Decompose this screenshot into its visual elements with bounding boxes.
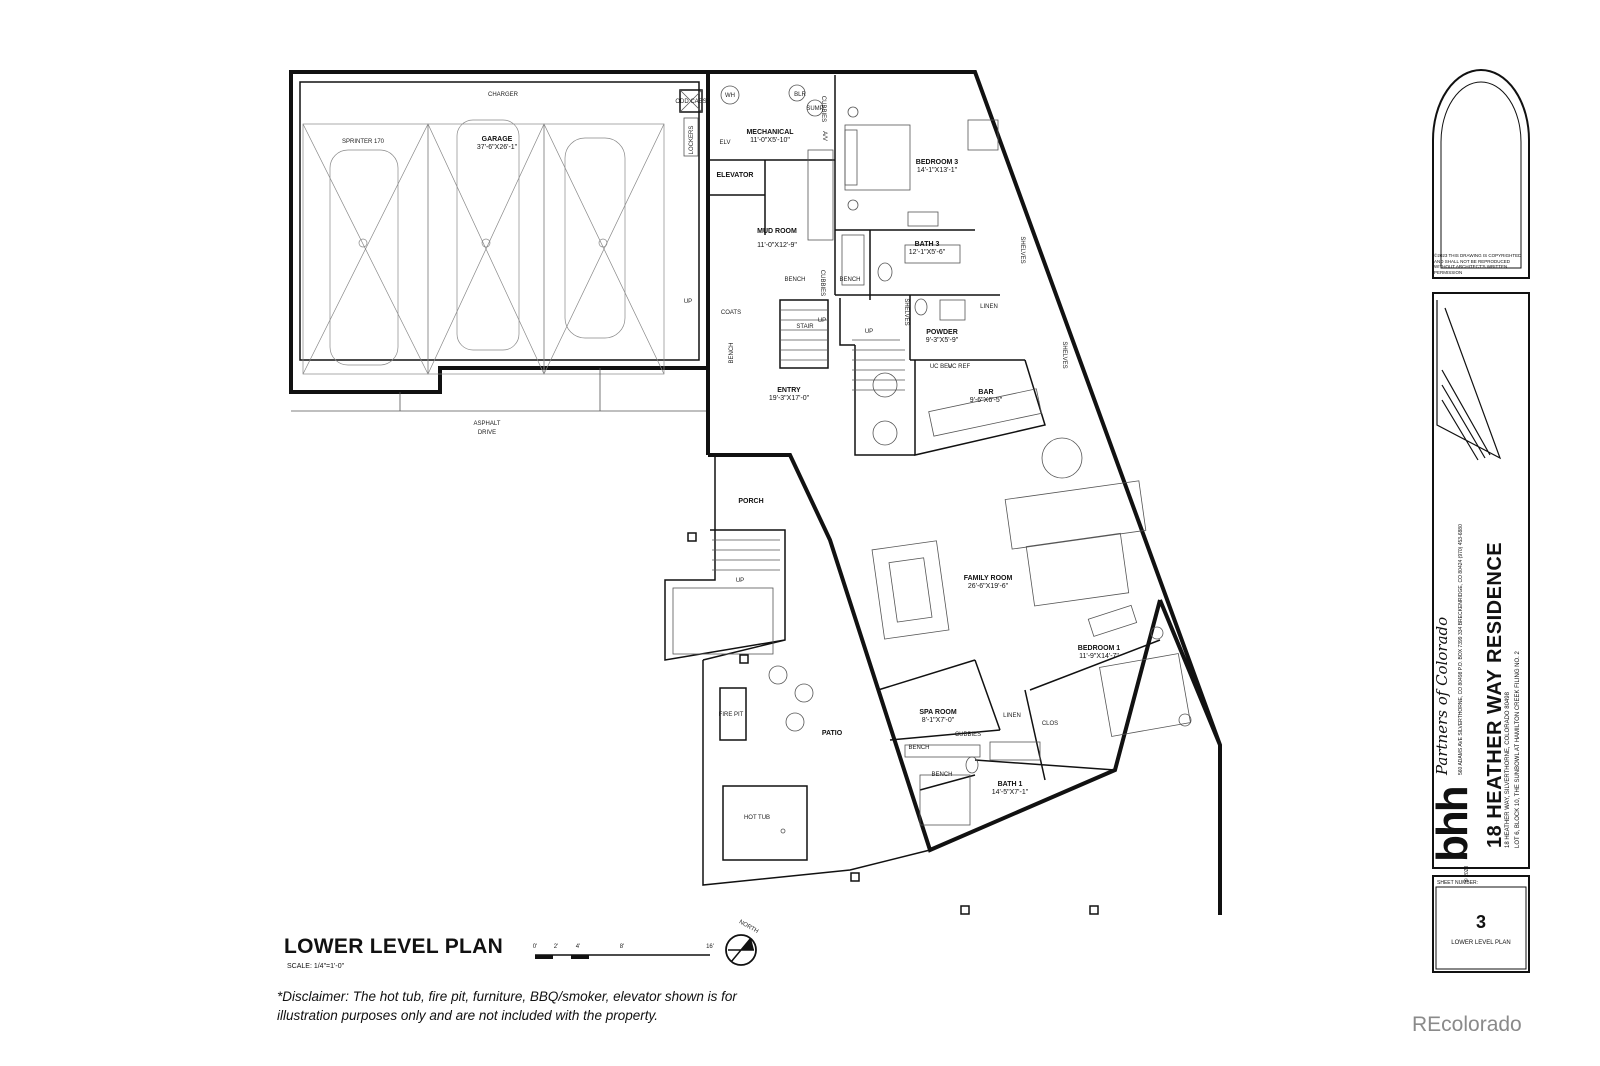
sheet-number: 3: [1475, 912, 1486, 932]
plan-title: LOWER LEVEL PLAN: [284, 935, 504, 958]
patio-label: PATIO: [822, 730, 843, 737]
cubbies-label-mech: CUBBIES: [820, 96, 826, 122]
room-powder-dims: 9'-3"X5'-9": [926, 337, 959, 344]
room-garage-name: GARAGE: [482, 136, 513, 143]
sheet-title: LOWER LEVEL PLAN: [1451, 940, 1511, 946]
disclaimer-text: *Disclaimer: The hot tub, fire pit, furn…: [277, 989, 737, 1023]
bench-label-mud: BENCH: [784, 277, 805, 283]
scale-tick-0: 0': [533, 944, 537, 950]
room-bedroom3-name: BEDROOM 3: [916, 159, 959, 166]
fire-pit-label: FIRE PIT: [719, 712, 744, 718]
room-elevator-name: ELEVATOR: [717, 172, 754, 179]
hot-tub-label: HOT TUB: [744, 815, 770, 821]
scale-tick-8: 8': [620, 944, 624, 950]
room-powder-name: POWDER: [926, 329, 958, 336]
room-spa-name: SPA ROOM: [919, 709, 957, 716]
uc-ref-label: UC REF: [948, 364, 971, 370]
up-label-porch: UP: [736, 578, 744, 584]
scale-tick-4: 4': [576, 944, 580, 950]
shelves-label-bedroom: SHELVES: [1019, 236, 1025, 263]
odd-cabs-label: ODD CABS: [675, 99, 706, 105]
room-mechanical-dims: 11'-0"X5'-10": [750, 137, 790, 144]
north-arrow-icon: [725, 934, 757, 966]
room-entry-name: ENTRY: [777, 387, 801, 394]
room-bedroom3-dims: 14'-1"X13'-1": [917, 167, 958, 174]
copyright-note: ©2023 THIS DRAWING IS COPYRIGHTED AND SH…: [1434, 253, 1522, 275]
stair-label: STAIR: [796, 324, 814, 330]
cubbies-label-spa: CUBBIES: [955, 732, 981, 738]
charger-label: CHARGER: [488, 92, 519, 98]
blr-label: BLR: [794, 92, 806, 98]
linen-label-powder: LINEN: [980, 304, 998, 310]
bench-label-coats: BENCH: [729, 342, 735, 363]
porch-label: PORCH: [738, 498, 763, 505]
sump-label: SUMP: [806, 106, 823, 112]
firm-copyright: © 2023: [1464, 865, 1470, 882]
av-label: A/V: [821, 131, 827, 141]
lockers-label: LOCKERS: [689, 126, 695, 155]
bench-label-bath1: BENCH: [931, 772, 952, 778]
drive-label: DRIVE: [478, 430, 496, 436]
up-label-stair: UP: [818, 318, 826, 324]
porch-patio: [664, 455, 1099, 915]
room-family-dims: 26'-6"X19'-6": [968, 583, 1009, 590]
plan-scale: SCALE: 1/4"=1'-0": [287, 963, 345, 970]
room-mechanical-name: MECHANICAL: [746, 129, 794, 136]
room-bath1-name: BATH 1: [998, 781, 1023, 788]
room-mudroom-dims: 11'-0"X12'-9": [757, 242, 797, 249]
room-bedroom1-dims: 11'-9"X14'-7": [1079, 653, 1119, 660]
room-bath3-name: BATH 3: [915, 241, 940, 248]
up-label-stair2: UP: [865, 329, 873, 335]
garage: [289, 70, 710, 412]
project-lot: LOT 6, BLOCK 10, THE SUNBOWL AT HAMILTON…: [1515, 651, 1521, 848]
sheet-number-label: SHEET NUMBER:: [1437, 880, 1479, 886]
bench-label-spa: BENCH: [908, 745, 929, 751]
linen-label-spa: LINEN: [1003, 713, 1021, 719]
firm-address: 560 ADAMS AVE SILVERTHORNE, CO 80498 P.O…: [1458, 524, 1464, 775]
shelves-label-stair: SHELVES: [1061, 341, 1067, 368]
bench-label-bath3: BENCH: [839, 277, 860, 283]
coats-label: COATS: [721, 310, 741, 316]
clos-label: CLOS: [1042, 721, 1058, 727]
sprinter-label: SPRINTER 170: [342, 139, 385, 145]
north-label: NORTH: [738, 919, 759, 935]
room-family-name: FAMILY ROOM: [964, 575, 1013, 582]
firm-logo: bhh: [1428, 787, 1477, 862]
project-address: 18 HEATHER WAY, SILVERTHORNE, COLORADO 8…: [1505, 692, 1511, 848]
cubbies-label-mud: CUBBIES: [819, 270, 825, 296]
recolorado-watermark: REcolorado: [1412, 1013, 1522, 1036]
elv-label: ELV: [720, 140, 731, 146]
room-bar-name: BAR: [978, 389, 993, 396]
house-walls: [706, 70, 1222, 915]
scale-tick-2: 2': [554, 944, 558, 950]
project-name: 18 HEATHER WAY RESIDENCE: [1484, 541, 1506, 848]
room-bath3-dims: 12'-1"X5'-6": [909, 249, 946, 256]
room-mudroom-name: MUD ROOM: [757, 228, 797, 235]
wh-label: WH: [725, 93, 735, 99]
room-entry-dims: 19'-3"X17'-0": [769, 395, 810, 402]
scale-tick-16: 16': [706, 944, 714, 950]
asphalt-label: ASPHALT: [474, 421, 501, 427]
up-label-garage: UP: [684, 299, 692, 305]
room-bedroom1-name: BEDROOM 1: [1078, 645, 1121, 652]
room-spa-dims: 8'-1"X7'-0": [922, 717, 955, 724]
uc-bev-label: UC BEV: [930, 364, 952, 370]
room-garage-dims: 37'-6"X26'-1": [477, 144, 518, 151]
room-bar-dims: 9'-6"X6'-5": [970, 397, 1003, 404]
room-bath1-dims: 14'-5"X7'-1": [992, 789, 1029, 796]
scale-bar: [535, 954, 710, 959]
shelves-label-powder: SHELVES: [903, 298, 909, 325]
firm-partners: Partners of Colorado: [1433, 616, 1451, 775]
title-block-frame: [1432, 69, 1530, 973]
